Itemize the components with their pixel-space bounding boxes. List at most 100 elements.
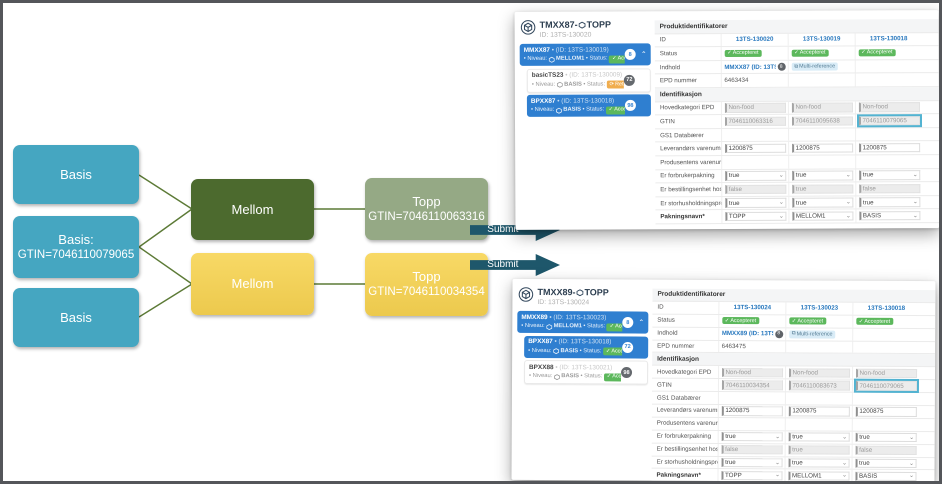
table-row: GS1 Databærer	[655, 127, 939, 143]
column-id-link[interactable]: 13TS-130018	[869, 35, 908, 43]
field-cell[interactable]: 1200875	[791, 143, 853, 154]
select-cell[interactable]: true⌄	[858, 197, 920, 208]
field-cell[interactable]: 1200875	[724, 143, 786, 154]
select-cell[interactable]: true⌄	[788, 432, 850, 443]
column-id-link[interactable]: 13TS-130018	[867, 305, 906, 313]
row-label: Produktidentifikatorer	[657, 291, 726, 299]
status-icon: ✓	[605, 347, 611, 354]
select-cell[interactable]: true⌄	[724, 198, 786, 208]
select-cell[interactable]: true⌄	[721, 431, 783, 442]
status-text: Accepteret	[797, 318, 824, 325]
sidebar-item-bpxx87[interactable]: BPXX87 • (ID: 13TS-130018)• Niveau:BASIS…	[524, 335, 649, 359]
topp-box-1: Topp GTIN=7046110063316	[365, 178, 488, 240]
niveau-value: BASIS	[563, 106, 581, 113]
item-id: • (ID: 13TS-130021)	[555, 363, 613, 371]
chevron-down-icon: ⌄	[842, 434, 848, 441]
status-text: Returneret	[615, 80, 624, 87]
chevron-down-icon: ⌄	[774, 472, 781, 479]
select-cell[interactable]: true⌄	[858, 170, 920, 181]
product-header: TMXX89- TOPP ID: 13TS-130024	[517, 286, 648, 312]
chevron-down-icon: ⌄	[841, 473, 848, 480]
product-title: TMXX87- TOPP	[540, 20, 611, 30]
select-cell[interactable]: true⌄	[724, 170, 786, 181]
package-icon	[520, 20, 536, 35]
sidebar-item-mmxx87[interactable]: MMXX87 • (ID: 13TS-130019)• Niveau:MELLO…	[519, 43, 651, 66]
select-cell[interactable]: true⌄	[791, 170, 853, 181]
hexagon-icon	[576, 288, 584, 296]
status-badge: ⟳Returneret	[606, 80, 624, 89]
box-label: Basis	[60, 309, 92, 325]
product-tree-items: MMXX87 • (ID: 13TS-130019)• Niveau:MELLO…	[519, 43, 651, 117]
status-badge: ✓ Accepteret	[721, 317, 760, 325]
sidebar-item-bpxx88[interactable]: BPXX88 • (ID: 13TS-130021)• Niveau:BASIS…	[523, 359, 649, 385]
cell-text: 6463434	[724, 77, 749, 85]
table-cell: 13TS-130020	[720, 33, 788, 47]
content-link[interactable]: MMXX87 (ID: 13TS...	[724, 63, 776, 71]
item-title-line: basicTS23 • (ID: 13TS-130009)	[532, 71, 624, 79]
item-count-badge: 8	[624, 48, 636, 60]
field-cell: Non-food	[721, 367, 783, 378]
status-text: Accepteret	[617, 55, 625, 62]
table-cell: Non-food	[787, 101, 855, 114]
row-label: Produsentens varenummer	[660, 158, 722, 167]
chevron-up-icon[interactable]: ⌃	[638, 319, 645, 327]
sidebar-item-bpxx87[interactable]: BPXX87 • (ID: 13TS-130018)• Niveau:BASIS…	[526, 94, 651, 117]
row-label: Indhold	[657, 329, 678, 337]
field-cell: Non-food	[724, 102, 786, 113]
select-cell[interactable]: true⌄	[855, 458, 917, 469]
chevron-down-icon: ⌄	[778, 199, 784, 206]
epd-window-top: TMXX87- TOPP ID: 13TS-130020 MMXX87 • (I…	[514, 10, 939, 230]
status-text: Accepteret	[732, 50, 759, 57]
table-cell: 13TS-130019	[787, 33, 855, 46]
select-cell[interactable]: true⌄	[855, 432, 917, 443]
table-cell: true⌄	[721, 169, 789, 183]
select-cell[interactable]: TOPP⌄	[720, 470, 783, 481]
sidebar-item-mmxx89[interactable]: MMXX89 • (ID: 13TS-130023)• Niveau:MELLO…	[517, 310, 649, 334]
table-cell: true⌄	[851, 431, 919, 444]
table-row: Pakningsnavn*TOPP⌄MELLOM1⌄BASIS⌄	[655, 209, 939, 225]
table-cell	[852, 341, 920, 354]
table-cell: false	[851, 444, 919, 457]
item-id: • (ID: 13TS-130023)	[549, 313, 607, 321]
table-cell: true⌄	[784, 456, 852, 470]
select-cell[interactable]: BASIS⌄	[858, 211, 920, 221]
product-id: ID: 13TS-130020	[539, 31, 592, 39]
table-cell: 1200875	[717, 404, 785, 418]
select-cell[interactable]: BASIS⌄	[854, 471, 917, 481]
column-id-link[interactable]: 13TS-130019	[802, 35, 841, 44]
row-label: GTIN	[659, 118, 675, 126]
select-cell[interactable]: true⌄	[788, 458, 850, 468]
field-cell[interactable]: 1200875	[858, 143, 920, 153]
chevron-down-icon: ⌄	[842, 460, 848, 467]
column-id-link[interactable]: 13TS-130024	[733, 304, 772, 312]
field-cell[interactable]: 1200875	[788, 406, 850, 417]
chevron-up-icon[interactable]: ⌃	[640, 51, 647, 59]
select-cell[interactable]: true⌄	[721, 457, 783, 468]
select-cell[interactable]: TOPP⌄	[724, 211, 786, 222]
hexagon-icon	[553, 348, 559, 355]
topp-box-2: Topp GTIN=7046110034354	[365, 253, 488, 316]
chevron-down-icon: ⌄	[845, 213, 851, 220]
table-cell: 7046110079065	[851, 379, 920, 393]
field-cell[interactable]: 1200875	[721, 406, 783, 417]
sidebar-item-basicts23[interactable]: basicTS23 • (ID: 13TS-130009)• Niveau:BA…	[526, 67, 651, 93]
column-id-link[interactable]: 13TS-130023	[800, 304, 839, 312]
table-cell: true	[788, 182, 856, 196]
item-title-line: MMXX87 • (ID: 13TS-130019)	[524, 46, 625, 54]
select-cell[interactable]: true⌄	[791, 197, 853, 208]
check-icon: ✓	[727, 50, 732, 57]
field-cell: Non-food	[791, 102, 853, 113]
content-link[interactable]: MMXX89 (ID: 13TS...	[721, 330, 773, 338]
select-cell[interactable]: MELLOM1⌄	[791, 211, 853, 222]
field-cell: 7046110034354	[721, 380, 783, 391]
column-id-link[interactable]: 13TS-130020	[735, 36, 774, 44]
field-cell: 7046110083673	[788, 380, 850, 391]
row-label: Identifikasjon	[659, 90, 702, 99]
table-cell: true⌄	[855, 168, 923, 182]
table-cell: ✓ Accepteret	[787, 46, 855, 60]
select-cell[interactable]: MELLOM1⌄	[787, 470, 850, 481]
field-cell[interactable]: 1200875	[855, 406, 917, 417]
